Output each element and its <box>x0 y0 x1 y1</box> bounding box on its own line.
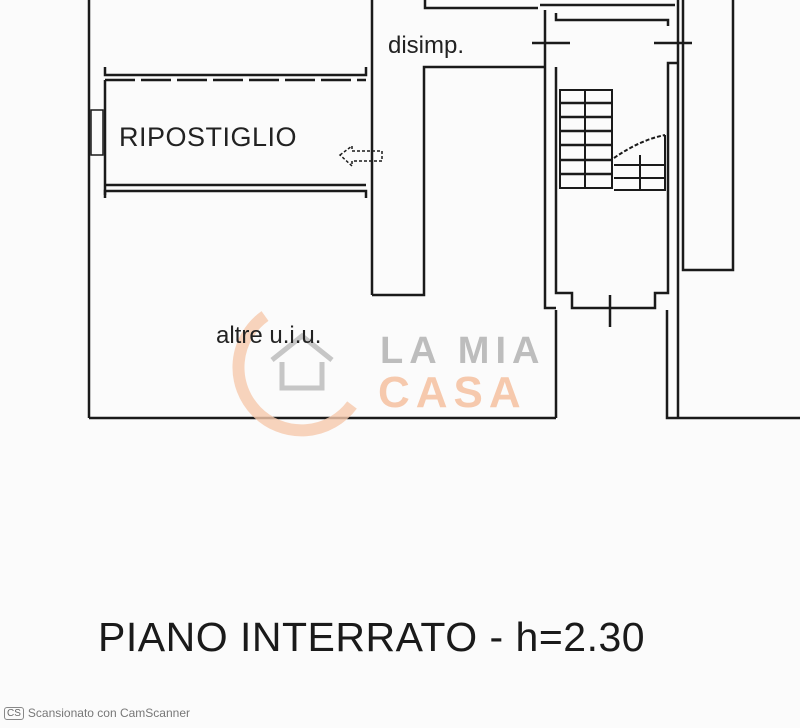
scanner-footer: CS Scansionato con CamScanner <box>4 706 190 720</box>
watermark-logo <box>232 311 357 437</box>
room-label-disimpegno: disimp. <box>388 32 465 59</box>
room-label-altre: altre u.i.u. <box>216 322 322 349</box>
plan-title: PIANO INTERRATO - h=2.30 <box>98 614 646 660</box>
watermark-text-line1: LA MIA <box>380 330 546 372</box>
camscanner-icon: CS <box>4 706 24 720</box>
watermark-text-line2: CASA <box>378 368 527 417</box>
footer-text: Scansionato con CamScanner <box>27 706 190 720</box>
room-label-ripostiglio: RIPOSTIGLIO <box>119 122 298 152</box>
